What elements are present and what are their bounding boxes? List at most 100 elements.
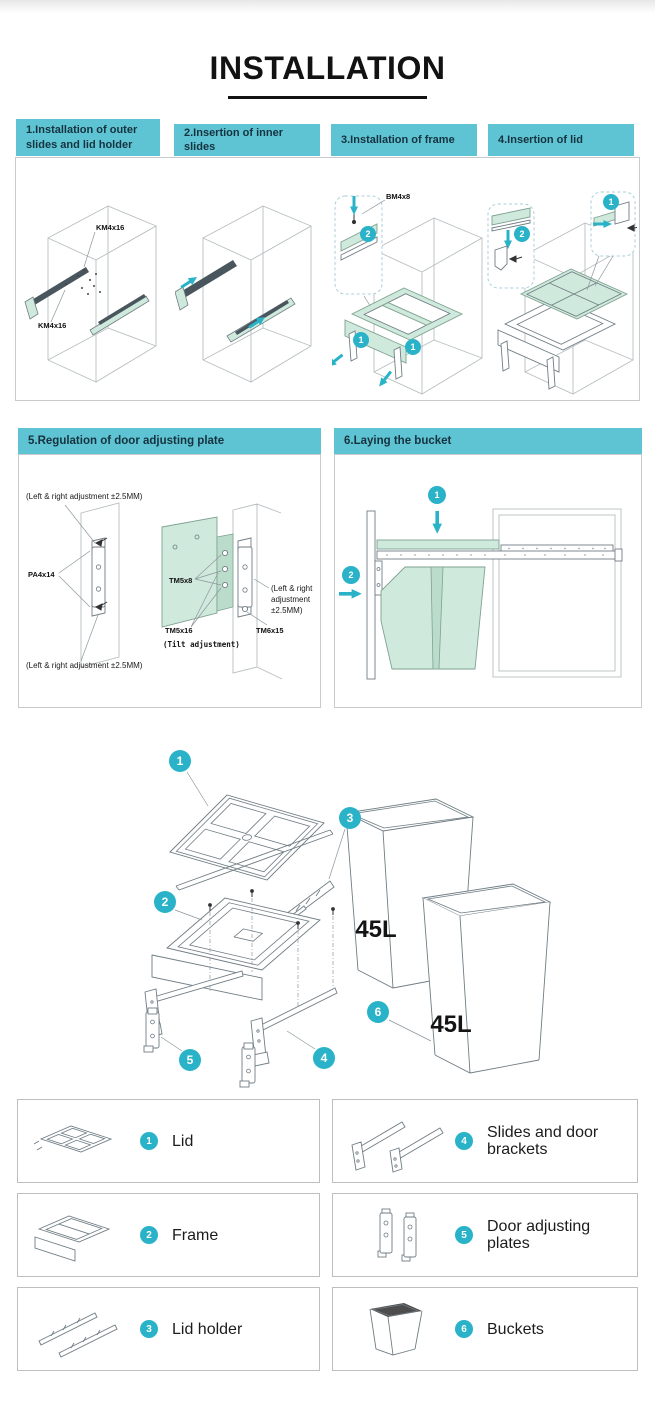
exploded-callout-2: 2 bbox=[154, 891, 176, 913]
frame-with-lid bbox=[498, 269, 627, 390]
frame-icon bbox=[30, 1203, 132, 1267]
part-label: Lid holder bbox=[172, 1320, 243, 1338]
hook-down-arrow bbox=[504, 230, 512, 249]
slide-bracket-left bbox=[24, 296, 39, 320]
pull-arrow-left bbox=[332, 353, 344, 367]
panel5-header: 5.Regulation of door adjusting plate bbox=[18, 428, 321, 454]
part-number-badge: 2 bbox=[140, 1226, 158, 1244]
svg-text:4: 4 bbox=[321, 1051, 328, 1065]
svg-text:3: 3 bbox=[347, 811, 354, 825]
tilt-note: (Tilt adjustment) bbox=[163, 640, 240, 649]
step4-diagram: 2 1 bbox=[487, 191, 637, 395]
panel-5: 5.Regulation of door adjusting plate bbox=[18, 428, 321, 708]
km4x16-bottom-label: KM4x16 bbox=[38, 321, 66, 330]
callout-2-slide: 2 bbox=[342, 566, 360, 584]
page-title: INSTALLATION bbox=[209, 50, 446, 86]
part-number-badge: 3 bbox=[140, 1320, 158, 1338]
title-underline bbox=[228, 96, 427, 99]
bucket-back: 45L bbox=[344, 798, 475, 989]
lid-part bbox=[170, 795, 333, 890]
callout-1: 1 bbox=[603, 194, 619, 210]
callout-2: 2 bbox=[514, 226, 530, 242]
right-adjusting-plate bbox=[237, 537, 253, 618]
svg-text:2: 2 bbox=[348, 570, 353, 580]
door-panel bbox=[366, 510, 376, 680]
step3-header: 3.Installation of frame bbox=[331, 124, 477, 156]
part-number-badge: 4 bbox=[455, 1132, 473, 1150]
tm5x16-label: TM5x16 bbox=[165, 626, 193, 635]
svg-text:1: 1 bbox=[410, 342, 415, 352]
part-number-badge: 5 bbox=[455, 1226, 473, 1244]
part-item-plates: 5 Door adjusting plates bbox=[332, 1193, 638, 1277]
exploded-callout-3: 3 bbox=[339, 807, 361, 829]
lid-icon bbox=[30, 1109, 132, 1173]
part-label: Slides and door brackets bbox=[487, 1124, 599, 1158]
pullout-assembly bbox=[374, 539, 623, 596]
outer-slide-left bbox=[30, 267, 89, 306]
exploded-callout-6: 6 bbox=[367, 1001, 389, 1023]
part-number-badge: 1 bbox=[140, 1132, 158, 1150]
screw-axes bbox=[208, 889, 335, 1012]
bm4x8-label: BM4x8 bbox=[386, 192, 410, 201]
bucket bbox=[380, 566, 486, 670]
inner-slide-left bbox=[177, 260, 237, 300]
part-label: Buckets bbox=[487, 1320, 544, 1338]
svg-text:1: 1 bbox=[358, 335, 363, 345]
tm5x8-label: TM5x8 bbox=[169, 576, 192, 585]
adjust-right-note-l1: (Left & right bbox=[271, 584, 313, 593]
center-adjusting-plate bbox=[161, 516, 234, 628]
bucket-front: 45L bbox=[421, 883, 552, 1074]
frame-pulled-out bbox=[345, 288, 462, 380]
panel6-header: 6.Laying the bucket bbox=[334, 428, 642, 454]
pull-arrow-right bbox=[379, 370, 393, 387]
door-plates-icon bbox=[345, 1203, 447, 1267]
exploded-callout-4: 4 bbox=[313, 1047, 335, 1069]
step2-diagram bbox=[175, 205, 313, 383]
exploded-callout-5: 5 bbox=[179, 1049, 201, 1071]
lid-holder-icon bbox=[30, 1297, 132, 1361]
adjust-right-note-l3: ±2.5MM) bbox=[271, 606, 303, 615]
adjust-right-note-l2: adjustment bbox=[271, 595, 311, 604]
top-fade-strip bbox=[0, 0, 655, 13]
drop-arrow bbox=[432, 511, 442, 534]
svg-text:5: 5 bbox=[187, 1053, 194, 1067]
step1-header: 1.Installation of outer slides and lid h… bbox=[16, 119, 160, 156]
panel6-diagram: 1 2 bbox=[339, 486, 623, 680]
frame-part bbox=[152, 898, 320, 1000]
svg-text:1: 1 bbox=[177, 754, 184, 768]
svg-text:1: 1 bbox=[608, 197, 613, 207]
svg-text:6: 6 bbox=[375, 1005, 382, 1019]
part-item-buckets: 6 Buckets bbox=[332, 1287, 638, 1371]
door-bracket bbox=[374, 560, 383, 596]
bucket-front-45l: 45L bbox=[430, 1011, 471, 1038]
step4-header: 4.Insertion of lid bbox=[488, 124, 634, 156]
tm6x15-label: TM6x15 bbox=[256, 626, 284, 635]
step3-diagram: 1 1 2 BM4x8 bbox=[332, 192, 484, 395]
part-number-badge: 6 bbox=[455, 1320, 473, 1338]
callout-1-drop: 1 bbox=[428, 486, 446, 504]
clip-inset: 1 bbox=[590, 191, 637, 257]
step2-header: 2.Insertion of inner slides bbox=[174, 124, 320, 156]
outer-slide-right bbox=[89, 295, 150, 336]
svg-text:2: 2 bbox=[365, 229, 370, 239]
hook-inset: 2 bbox=[487, 203, 535, 289]
panel-6: 6.Laying the bucket bbox=[334, 428, 642, 708]
svg-text:2: 2 bbox=[162, 895, 169, 909]
step1-diagram: KM4x16 KM4x16 bbox=[24, 205, 158, 383]
exploded-diagram: 45L 45L 1 2 3 4 5 6 bbox=[90, 750, 552, 1088]
part-item-lid: 1 Lid bbox=[17, 1099, 320, 1183]
callout-1-left: 1 bbox=[353, 332, 369, 348]
callout-2: 2 bbox=[360, 226, 376, 242]
pa4x14-label: PA4x14 bbox=[28, 570, 55, 579]
part-label: Frame bbox=[172, 1226, 219, 1244]
insert-arrow-left bbox=[180, 277, 198, 289]
panel5-diagram: (Left & right adjustment ±2.5MM) PA4x14 … bbox=[26, 492, 313, 680]
left-adjusting-plate bbox=[91, 537, 108, 617]
part-item-holder: 3 Lid holder bbox=[17, 1287, 320, 1371]
svg-text:2: 2 bbox=[519, 229, 524, 239]
clip-right-arrow bbox=[593, 220, 612, 228]
svg-text:1: 1 bbox=[434, 490, 439, 500]
exploded-callout-1: 1 bbox=[169, 750, 191, 772]
part-label: Lid bbox=[172, 1132, 194, 1150]
